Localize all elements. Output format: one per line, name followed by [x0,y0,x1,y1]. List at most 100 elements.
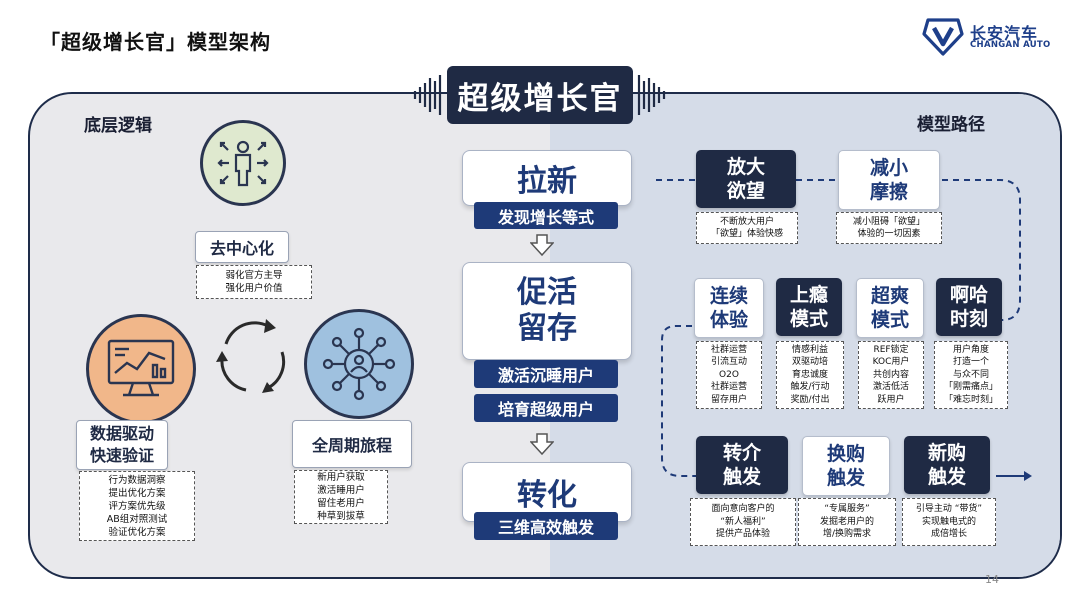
center-title: 超级增长官 [447,66,633,124]
path-referral-trigger: 转介 触发 [696,436,788,494]
note-line: KOC用户 [872,357,910,368]
upgrade-trigger-notes: “专属服务” 发掘老用户的 增/换购需求 [798,498,896,546]
note-line: 「难忘时刻」 [943,394,998,405]
note-line: 发掘老用户的 [819,516,874,527]
note-line: 种草到拔草 [317,511,365,522]
decentralize-notes: 弱化官方主导 强化用户价值 [196,265,312,299]
note-line: 社群运营 [710,344,747,355]
box-line: 上瘾 [789,284,828,306]
step-acquire-title: 拉新 [462,150,632,206]
brand-name: 长安汽车 [970,24,1039,43]
down-arrow-icon [530,433,554,456]
brand-sub: CHANGAN AUTO [970,40,1051,50]
label-line: 数据驱动 [89,424,154,443]
path-connector [656,179,1032,481]
note-line: 「欲望」体验快感 [710,229,783,239]
data-driven-circle [86,314,196,424]
box-line: 连续 [709,285,748,307]
note-line: 引导主动 “带货” [915,504,983,515]
path-amplify-desire: 放大 欲望 [696,150,796,208]
note-line: 评方案优先级 [108,500,166,512]
path-new-purchase-trigger: 新购 触发 [904,436,990,494]
person-arrows-icon [217,140,269,187]
note-line: 体验的一切因素 [857,229,921,239]
note-line: 引流互动 [710,357,747,368]
note-line: 打造一个 [952,357,989,368]
note-line: “专属服务” [824,504,870,515]
label-line: 快速验证 [89,446,154,465]
data-driven-label: 数据驱动 快速验证 [76,420,168,470]
note-line: 减小阻碍「欲望」 [852,216,925,227]
note-line: 育忠诚度 [791,369,828,380]
note-line: 行为数据洞察 [108,474,166,486]
box-line: 放大 [726,156,765,178]
addiction-mode-notes: 情感利益 双驱动培 育忠诚度 触发/行动 奖励/付出 [776,341,844,409]
path-reduce-friction: 减小 摩擦 [838,150,940,210]
note-line: 面向意向客户的 [711,504,775,515]
note-line: 新用户获取 [317,472,365,483]
reduce-friction-notes: 减小阻碍「欲望」 体验的一切因素 [836,212,942,244]
box-line: 换购 [826,443,865,465]
note-line: 强化用户价值 [225,283,283,294]
left-section-label: 底层逻辑 [84,116,152,136]
note-line: “新人福利” [720,516,766,527]
note-line: 「刚需痛点」 [943,382,998,393]
step-retain-band-1: 激活沉睡用户 [474,360,618,388]
path-upgrade-trigger: 换购 触发 [802,436,890,496]
note-line: 留存用户 [710,394,747,405]
note-line: 触发/行动 [790,382,830,393]
path-aha-moment: 啊哈 时刻 [936,278,1002,336]
box-line: 体验 [709,309,748,331]
note-line: 用户角度 [952,344,989,355]
page-number: 14 [985,573,999,586]
note-line: 实现触电式的 [921,516,976,527]
full-journey-label: 全周期旅程 [292,420,412,468]
note-line: 成倍增长 [930,529,967,540]
full-journey-circle [304,309,414,419]
box-line: 时刻 [949,308,988,330]
network-people-icon [322,327,396,401]
note-line: 社群运营 [710,382,747,393]
down-arrow-icon [530,234,554,257]
note-line: 激活低活 [872,382,909,393]
super-cool-mode-notes: REF锁定 KOC用户 共创内容 激活低活 跃用户 [858,341,924,409]
step-retain-title: 促活 留存 [462,262,632,360]
referral-trigger-notes: 面向意向客户的 “新人福利” 提供产品体验 [690,498,796,546]
aha-moment-notes: 用户角度 打造一个 与众不同 「刚需痛点」 「难忘时刻」 [934,341,1008,409]
path-continuous-experience: 连续 体验 [694,278,764,338]
path-super-cool-mode: 超爽 模式 [856,278,924,338]
note-line: 弱化官方主导 [225,270,283,281]
note-line: AB组对照测试 [106,513,168,525]
box-line: 摩擦 [869,181,908,203]
box-line: 啊哈 [949,284,988,306]
amplify-desire-notes: 不断放大用户 「欲望」体验快感 [696,212,798,244]
note-line: 增/换购需求 [822,529,872,540]
box-line: 触发 [927,466,966,488]
title-line: 留存 [517,311,577,346]
note-line: 双驱动培 [791,357,828,368]
continuous-experience-notes: 社群运营 引流互动 O2O 社群运营 留存用户 [696,341,762,409]
note-line: 提供产品体验 [715,529,770,540]
note-line: 奖励/付出 [790,394,830,405]
cycle-arrows-icon [216,319,286,393]
note-line: O2O [719,369,739,380]
right-section-label: 模型路径 [917,115,985,135]
monitor-chart-icon [107,339,175,397]
note-line: REF锁定 [873,344,909,355]
note-line: 激活睡用户 [317,485,365,496]
step-acquire-band: 发现增长等式 [474,202,618,229]
step-convert-band: 三维高效触发 [474,512,618,540]
full-journey-notes: 新用户获取 激活睡用户 留住老用户 种草到拔草 [294,470,388,524]
sound-wave-right-icon [637,75,666,115]
slide-title: 「超级增长官」模型架构 [40,30,271,54]
sound-wave-left-icon [413,75,442,115]
box-line: 新购 [927,442,966,464]
decentralize-circle [200,120,286,206]
title-line: 促活 [517,275,577,310]
box-line: 模式 [789,308,828,330]
path-addiction-mode: 上瘾 模式 [776,278,842,336]
note-line: 跃用户 [877,394,905,405]
note-line: 共创内容 [872,369,909,380]
box-line: 欲望 [726,180,765,202]
decentralize-label: 去中心化 [195,231,289,263]
